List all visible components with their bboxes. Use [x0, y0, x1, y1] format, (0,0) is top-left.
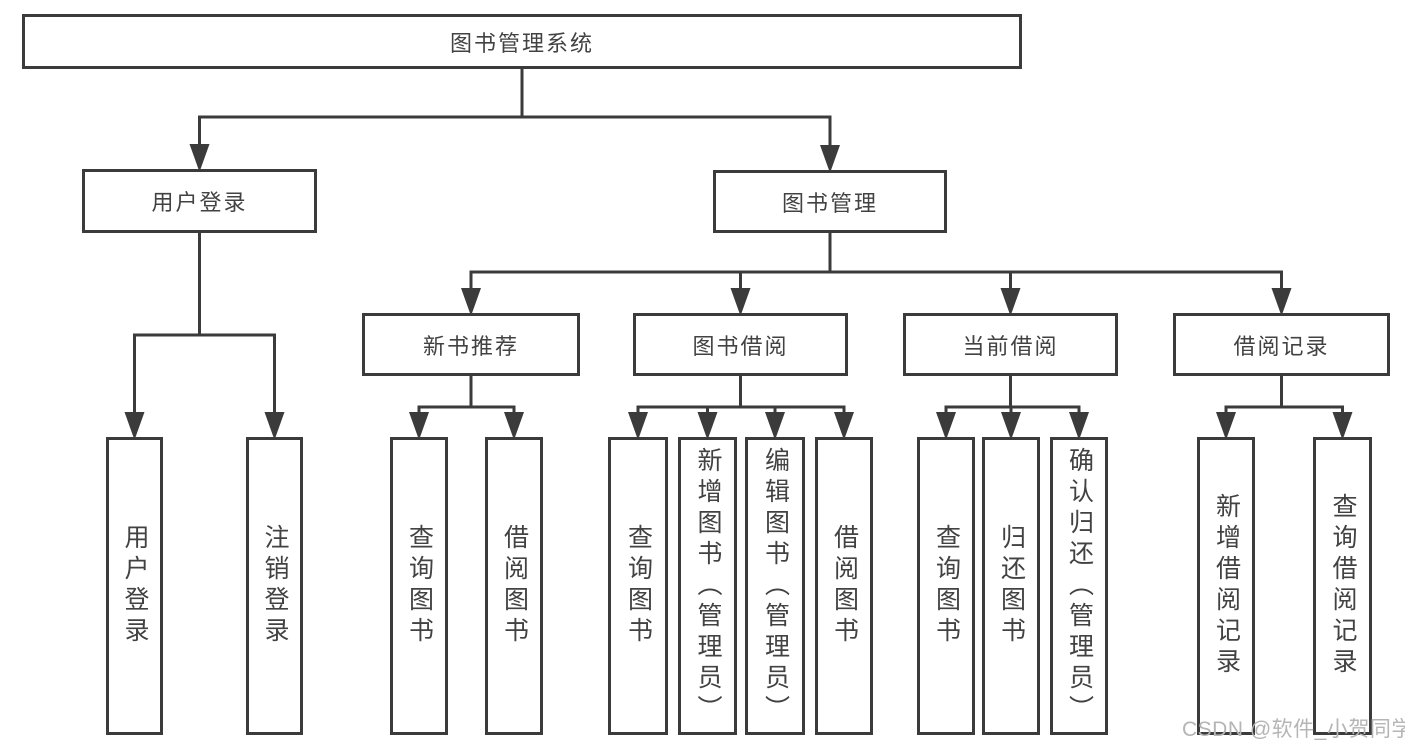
node-label-new-book-rec: 新书推荐 — [422, 333, 519, 359]
node-borrow-records: 借阅记录 — [1173, 313, 1390, 376]
node-leaf-add-books: 新增图书（管理员） — [678, 437, 737, 735]
arrowhead — [730, 288, 751, 316]
node-leaf-edit-books: 编辑图书（管理员） — [745, 437, 805, 735]
node-current-borrow: 当前借阅 — [903, 313, 1118, 376]
node-leaf-confirm-return: 确认归还（管理员） — [1050, 437, 1108, 735]
node-label-leaf-logout: 注销登录 — [261, 524, 289, 648]
node-new-book-rec: 新书推荐 — [362, 313, 580, 376]
watermark: CSDN @软件_小贺同学 — [1182, 718, 1405, 741]
node-label-leaf-query-books-2: 查询图书 — [624, 524, 653, 648]
node-leaf-query-books-3: 查询图书 — [917, 437, 975, 735]
arrowhead — [765, 412, 785, 440]
node-book-borrow: 图书借阅 — [633, 313, 848, 376]
arrowhead — [834, 412, 854, 440]
node-label-leaf-borrow-books-2: 借阅图书 — [830, 524, 859, 648]
node-label-leaf-add-record: 新增借阅记录 — [1212, 493, 1241, 679]
node-label-root: 图书管理系统 — [449, 30, 594, 56]
node-label-leaf-query-record: 查询借阅记录 — [1329, 493, 1357, 679]
node-label-leaf-borrow-books-1: 借阅图书 — [500, 524, 529, 648]
arrowhead — [124, 412, 145, 440]
arrowhead — [1001, 412, 1021, 440]
node-leaf-query-books-1: 查询图书 — [390, 437, 448, 735]
arrowhead — [1216, 412, 1236, 440]
node-label-borrow-records: 借阅记录 — [1233, 333, 1330, 359]
arrowhead — [820, 145, 840, 173]
node-label-leaf-user-login: 用户登录 — [121, 524, 149, 648]
node-label-leaf-add-books: 新增图书（管理员） — [694, 446, 722, 726]
arrowhead — [461, 288, 481, 316]
arrowhead — [697, 412, 718, 440]
node-label-leaf-confirm-return: 确认归还（管理员） — [1065, 446, 1094, 726]
arrowhead — [189, 144, 210, 172]
node-label-leaf-return-books: 归还图书 — [997, 524, 1026, 648]
node-leaf-query-books-2: 查询图书 — [608, 437, 668, 735]
arrowhead — [264, 412, 285, 440]
node-label-leaf-query-books-3: 查询图书 — [932, 524, 961, 648]
arrowhead — [1271, 288, 1292, 316]
node-label-current-borrow: 当前借阅 — [962, 333, 1059, 359]
node-label-user-login: 用户登录 — [151, 190, 248, 215]
arrowhead — [1069, 412, 1089, 440]
arrowhead — [628, 412, 648, 440]
node-label-leaf-edit-books: 编辑图书（管理员） — [761, 446, 790, 726]
node-leaf-borrow-books-2: 借阅图书 — [815, 437, 873, 735]
arrowhead — [1000, 288, 1021, 316]
node-user-login: 用户登录 — [82, 169, 317, 233]
node-label-leaf-query-books-1: 查询图书 — [405, 524, 434, 648]
node-leaf-add-record: 新增借阅记录 — [1197, 437, 1255, 735]
node-root: 图书管理系统 — [22, 14, 1022, 69]
node-leaf-borrow-books-1: 借阅图书 — [485, 437, 543, 735]
node-leaf-user-login: 用户登录 — [106, 437, 163, 735]
node-leaf-logout: 注销登录 — [246, 437, 303, 735]
node-label-book-borrow: 图书借阅 — [692, 333, 789, 359]
node-book-mgmt: 图书管理 — [713, 170, 947, 233]
node-leaf-return-books: 归还图书 — [982, 437, 1040, 735]
node-label-book-mgmt: 图书管理 — [781, 190, 878, 216]
arrowhead — [409, 412, 429, 440]
node-leaf-query-record: 查询借阅记录 — [1313, 437, 1372, 735]
arrowhead — [1332, 412, 1353, 440]
arrowhead — [936, 412, 956, 440]
arrowhead — [504, 412, 524, 440]
